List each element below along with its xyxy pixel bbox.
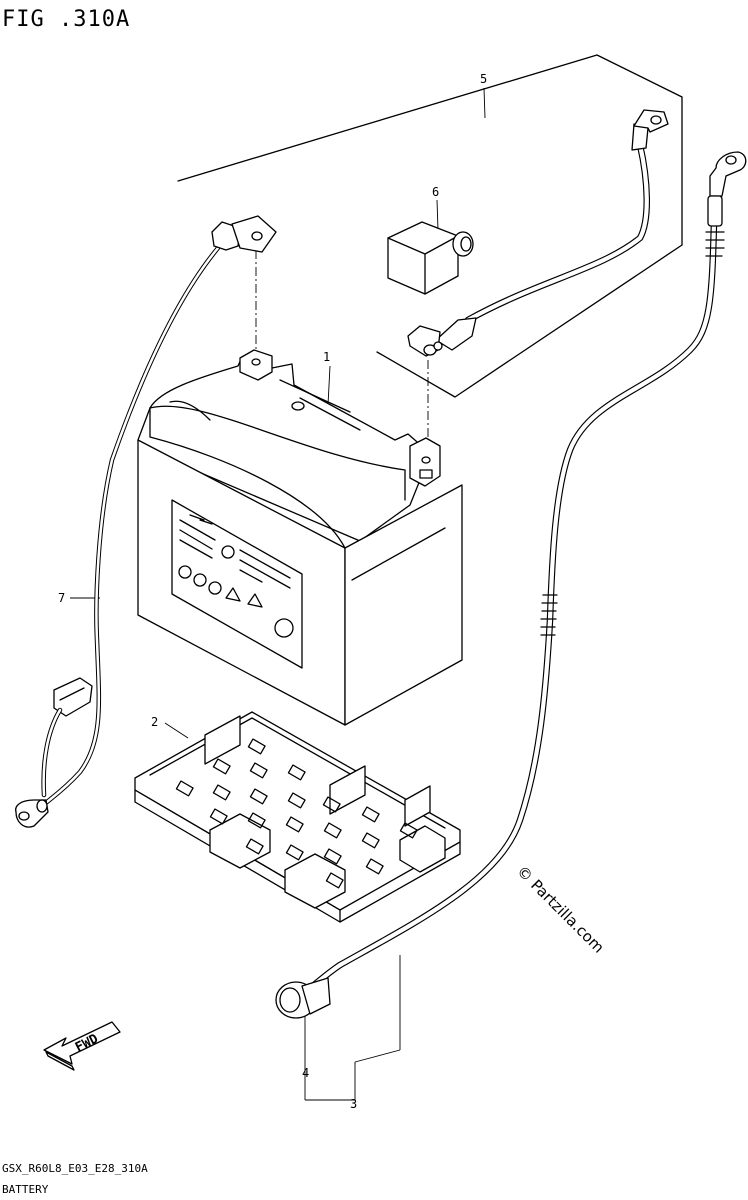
callout-4: 4 xyxy=(302,1066,309,1080)
battery-part-1 xyxy=(137,349,463,726)
figure-label: FIG .310A xyxy=(2,7,130,32)
watermark: © Partzilla.com xyxy=(513,862,608,957)
terminal-cap-part-6 xyxy=(387,221,474,295)
cable-part-7 xyxy=(15,215,277,828)
footer-code: GSX_R60L8_E03_E28_310A xyxy=(2,1162,148,1175)
callout-5: 5 xyxy=(480,72,487,86)
cable-part-5 xyxy=(407,109,669,357)
cable-part-3 xyxy=(275,151,747,1019)
inset-box xyxy=(177,54,683,398)
callout-1: 1 xyxy=(323,350,330,364)
fwd-direction-arrow: FWD xyxy=(43,1021,121,1071)
callout-6: 6 xyxy=(432,185,439,199)
tray-slots xyxy=(175,738,418,889)
callout-2: 2 xyxy=(151,715,158,729)
battery-tray-part-2 xyxy=(134,711,461,923)
callout-3: 3 xyxy=(350,1097,357,1111)
footer-caption: BATTERY xyxy=(2,1183,49,1196)
callout-7: 7 xyxy=(58,591,65,605)
